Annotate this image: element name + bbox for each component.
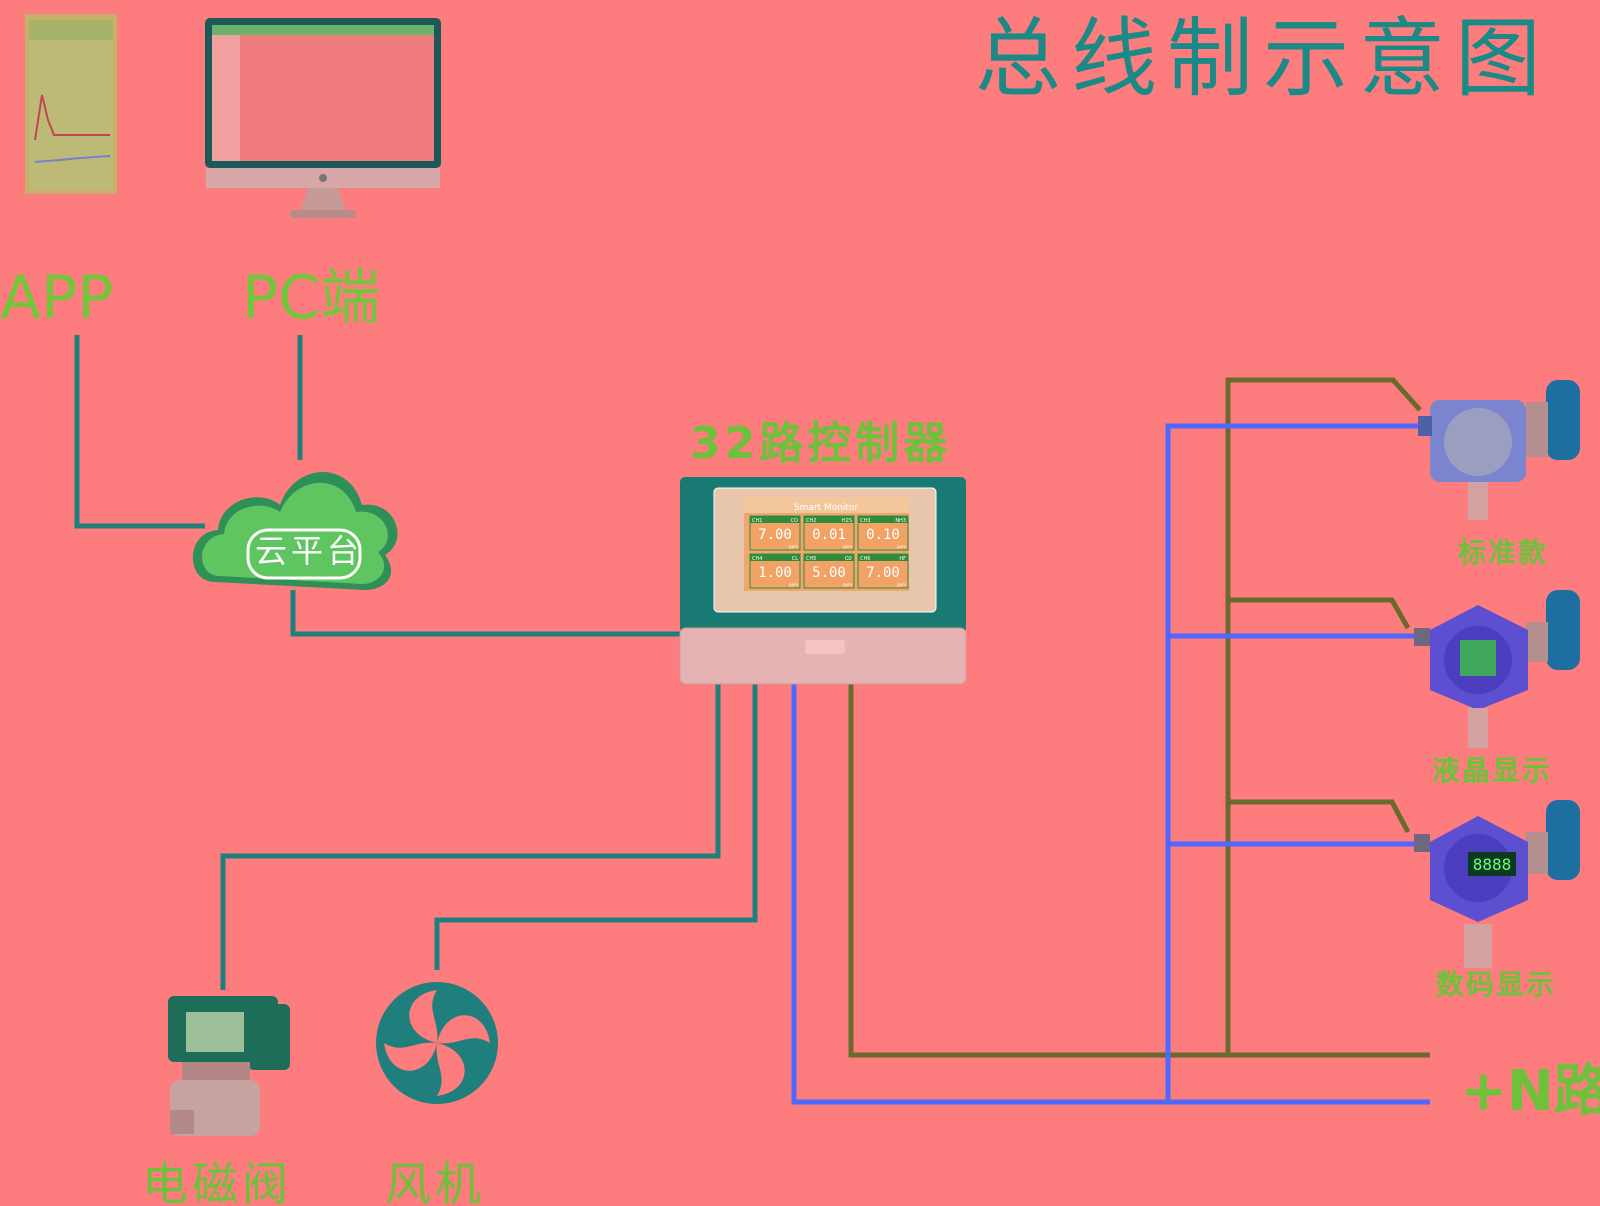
app-label: APP xyxy=(0,263,113,333)
pc-monitor-image xyxy=(205,18,441,218)
digital-detector-image xyxy=(1414,800,1580,968)
channel-value: 7.00 xyxy=(758,527,792,543)
solenoid-valve-image xyxy=(168,996,290,1136)
app-cloud-wire xyxy=(74,335,205,529)
digital-display-value: 8888 xyxy=(1473,855,1512,874)
controller-fan-wire xyxy=(434,682,758,970)
channel-unit: ppm xyxy=(789,582,798,587)
channel-value: 1.00 xyxy=(758,565,792,581)
channel-id: CH1 xyxy=(752,518,762,524)
channel-value: 0.10 xyxy=(866,527,900,543)
fan-label: 风机 xyxy=(385,1157,485,1206)
channel-unit: ppm xyxy=(843,544,852,549)
channel-gas: H2S xyxy=(842,518,852,524)
channel-gas: CO xyxy=(791,518,798,524)
controller-label: 32路控制器 xyxy=(690,418,951,469)
digital-display-screen xyxy=(1468,852,1516,876)
channel-unit: ppm xyxy=(897,544,906,549)
channel-value: 0.01 xyxy=(812,527,846,543)
cloud-label: 云平台 xyxy=(255,532,363,570)
channel-unit: ppm xyxy=(843,582,852,587)
bus-blue-main xyxy=(791,682,1430,1105)
channel-value: 7.00 xyxy=(866,565,900,581)
channel-gas: HF xyxy=(899,556,906,562)
bus-olive-main xyxy=(848,682,1430,1058)
digital-label: 数码显示 xyxy=(1436,968,1556,1001)
bus-olive-vertical xyxy=(1225,377,1422,1055)
controller-brand: Smart Monitor xyxy=(794,503,859,513)
standard-detector-image xyxy=(1418,380,1580,520)
cloud-controller-wire xyxy=(290,590,680,637)
lcd-label: 液晶显示 xyxy=(1432,754,1552,787)
pc-label: PC端 xyxy=(242,263,380,333)
bus-olive-digital xyxy=(1228,799,1411,834)
channel-id: CH6 xyxy=(860,556,870,562)
channel-id: CH5 xyxy=(806,556,816,562)
wires xyxy=(74,335,1430,1105)
channel-id: CH3 xyxy=(860,518,870,524)
channel-unit: ppm xyxy=(897,582,906,587)
valve-label: 电磁阀 xyxy=(142,1157,292,1206)
channel-gas: CL xyxy=(792,556,798,562)
standard-label: 标准款 xyxy=(1458,536,1548,569)
controller-valve-wire xyxy=(220,682,721,990)
bus-blue-vertical xyxy=(1165,423,1430,1102)
channel-gas: NH3 xyxy=(895,518,906,524)
channel-gas: O2 xyxy=(845,556,852,562)
cloud-icon xyxy=(192,471,398,590)
channel-id: CH2 xyxy=(806,518,816,524)
channel-unit: ppm xyxy=(789,544,798,549)
channel-id: CH4 xyxy=(752,556,762,562)
channel-value: 5.00 xyxy=(812,565,846,581)
diagram-title: 总线制示意图 xyxy=(975,9,1551,109)
plus-n-label: +N路 xyxy=(1460,1059,1600,1124)
fan-icon xyxy=(376,982,498,1104)
bus-olive-lcd xyxy=(1228,597,1411,630)
app-phone-image xyxy=(25,14,117,194)
lcd-detector-image xyxy=(1414,590,1580,748)
